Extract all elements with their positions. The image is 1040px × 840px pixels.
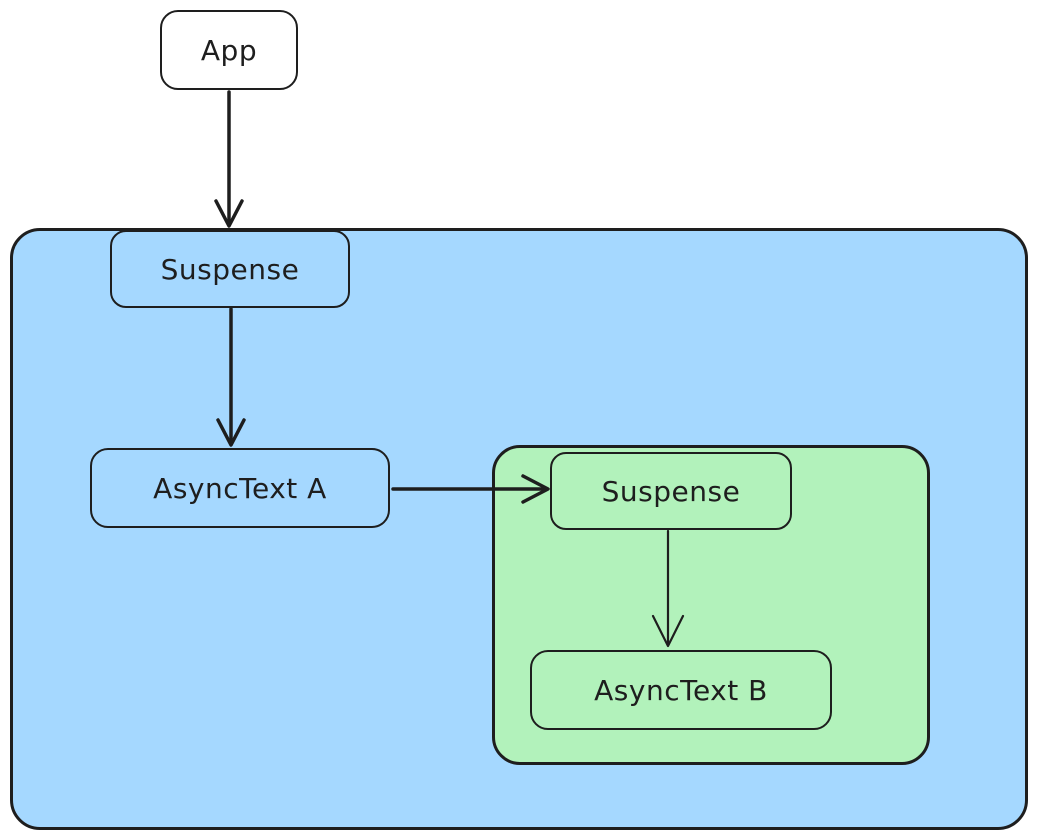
edge-app-to-suspense-outer <box>214 90 244 228</box>
node-suspense-outer: Suspense <box>110 230 350 308</box>
inner-suspense-boundary <box>492 445 930 765</box>
node-asynctext-b-label: AsyncText B <box>594 673 768 707</box>
node-suspense-inner: Suspense <box>550 452 792 530</box>
node-asynctext-a-label: AsyncText A <box>153 471 327 505</box>
node-asynctext-a: AsyncText A <box>90 448 390 528</box>
node-suspense-inner-label: Suspense <box>601 474 741 508</box>
node-suspense-outer-label: Suspense <box>160 252 300 286</box>
node-app-label: App <box>200 33 258 67</box>
node-asynctext-b: AsyncText B <box>530 650 832 730</box>
node-app: App <box>160 10 298 90</box>
